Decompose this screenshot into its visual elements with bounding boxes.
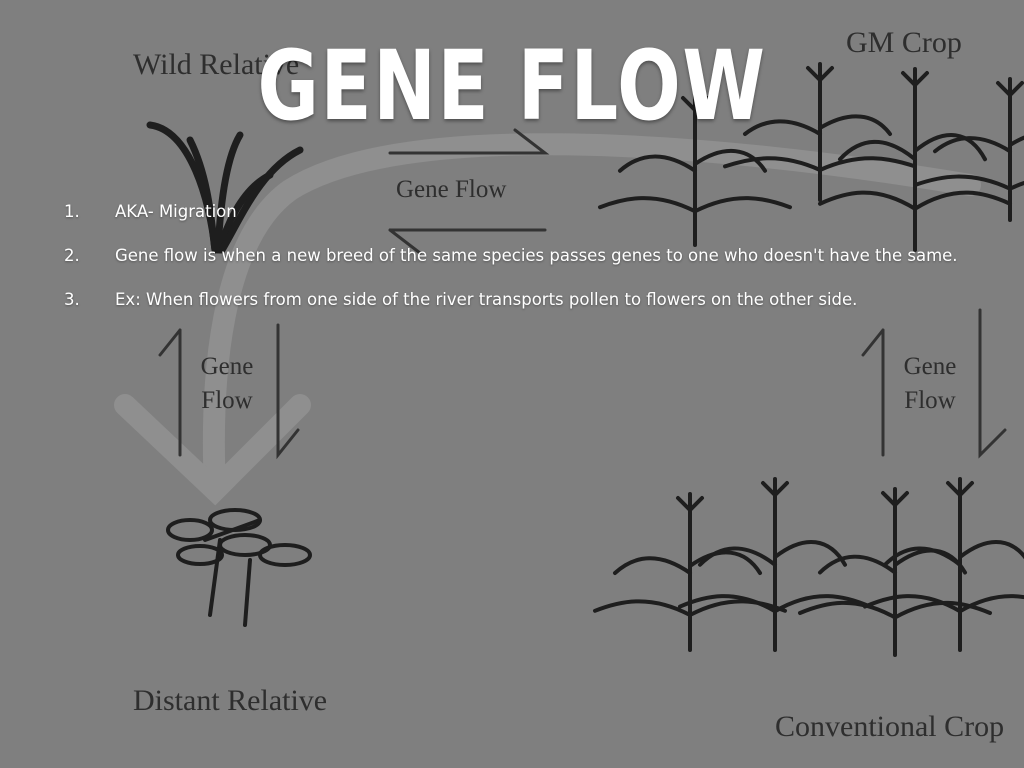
bullet-list: 1. AKA- Migration 2. Gene flow is when a n… bbox=[64, 202, 958, 334]
corn-plant-icon bbox=[593, 492, 787, 652]
label-wild-relative: Wild Relative bbox=[133, 48, 300, 81]
corn-plant-icon bbox=[678, 477, 872, 652]
corn-plant-icon bbox=[818, 67, 1012, 252]
label-gm-crop: GM Crop bbox=[846, 26, 962, 59]
list-number: 2. bbox=[64, 246, 80, 265]
list-number: 1. bbox=[64, 202, 80, 221]
label-distant-relative: Distant Relative bbox=[133, 684, 328, 717]
list-item: 3. Ex: When flowers from one side of the … bbox=[64, 290, 958, 334]
corn-plant-icon bbox=[863, 477, 1024, 652]
list-text: AKA- Migration bbox=[115, 202, 237, 221]
slide-title: GENE FLOW bbox=[257, 30, 767, 142]
label-gene-flow-right: Gene Flow bbox=[903, 353, 957, 414]
corn-plant-icon bbox=[723, 62, 917, 202]
label-gene-flow-left: Gene Flow bbox=[200, 353, 254, 414]
list-text: Gene flow is when a new breed of the sam… bbox=[115, 246, 958, 265]
curved-arrow-head bbox=[114, 394, 311, 506]
list-number: 3. bbox=[64, 290, 80, 309]
label-conventional-crop: Conventional Crop bbox=[775, 710, 1005, 743]
label-gene-flow-top: Gene Flow bbox=[396, 176, 507, 203]
corn-plant-icon bbox=[913, 77, 1024, 222]
list-item: 2. Gene flow is when a new breed of the s… bbox=[64, 246, 958, 290]
list-item: 1. AKA- Migration bbox=[64, 202, 958, 246]
corn-plant-icon bbox=[598, 92, 792, 247]
list-text: Ex: When flowers from one side of the ri… bbox=[115, 290, 858, 309]
